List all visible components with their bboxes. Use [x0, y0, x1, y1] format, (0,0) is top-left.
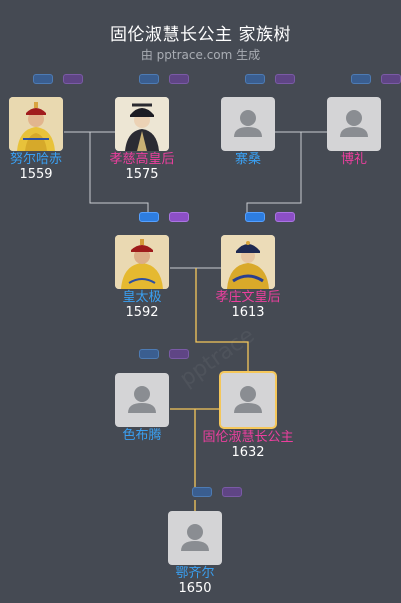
badge-male-link[interactable] — [139, 349, 159, 359]
placeholder-avatar-icon — [221, 97, 275, 151]
badge-male-link[interactable] — [245, 212, 265, 222]
person-birth-year: 1650 — [178, 581, 212, 596]
portrait-empress-robe-icon — [221, 235, 275, 289]
person-card-eqier[interactable]: 鄂齐尔 1650 — [140, 511, 250, 596]
person-name: 色布腾 — [122, 428, 162, 443]
badge-male-link[interactable] — [192, 487, 212, 497]
page-title: 固伦淑慧长公主 家族树 — [110, 25, 291, 45]
portrait-empress-icon — [115, 97, 169, 151]
connector-grandparents-left-to-hongtaiji — [89, 132, 149, 213]
connector-parents-to-princess — [195, 268, 249, 373]
person-name: 鄂齐尔 — [175, 566, 215, 581]
person-birth-year: 1559 — [19, 167, 53, 182]
person-name: 努尔哈赤 — [9, 152, 62, 167]
placeholder-avatar-icon — [168, 511, 222, 565]
badge-male-link[interactable] — [139, 212, 159, 222]
badge-female-link[interactable] — [63, 74, 83, 84]
badge-male-link[interactable] — [245, 74, 265, 84]
badge-male-link[interactable] — [139, 74, 159, 84]
person-name: 孝庄文皇后 — [215, 290, 281, 305]
person-card-princess-shuhui[interactable]: 固伦淑慧长公主 1632 — [193, 371, 303, 460]
person-card-boli[interactable]: 博礼 — [299, 97, 401, 167]
badge-female-link[interactable] — [169, 212, 189, 222]
badge-female-link[interactable] — [381, 74, 401, 84]
badge-female-link[interactable] — [275, 212, 295, 222]
person-name: 皇太极 — [122, 290, 162, 305]
portrait-emperor-icon — [115, 235, 169, 289]
person-card-empress-xiaozhuang[interactable]: 孝庄文皇后 1613 — [193, 235, 303, 320]
person-birth-year: 1632 — [231, 445, 265, 460]
person-name: 博礼 — [340, 152, 367, 167]
placeholder-avatar-icon — [327, 97, 381, 151]
badge-female-link[interactable] — [169, 349, 189, 359]
page-subtitle: 由 pptrace.com 生成 — [140, 48, 261, 62]
person-birth-year: 1592 — [125, 305, 159, 320]
person-name: 孝慈高皇后 — [109, 152, 175, 167]
person-birth-year: 1575 — [125, 167, 159, 182]
badge-female-link[interactable] — [275, 74, 295, 84]
person-name: 寨桑 — [234, 152, 261, 167]
portrait-emperor-icon — [9, 97, 63, 151]
person-card-hong-taiji[interactable]: 皇太极 1592 — [87, 235, 197, 320]
placeholder-avatar-icon — [115, 373, 169, 427]
person-card-nurhaci[interactable]: 努尔哈赤 1559 — [0, 97, 91, 182]
badge-female-link[interactable] — [169, 74, 189, 84]
badge-male-link[interactable] — [351, 74, 371, 84]
badge-male-link[interactable] — [33, 74, 53, 84]
person-card-zhaisang[interactable]: 寨桑 — [193, 97, 303, 167]
person-card-sebuteng[interactable]: 色布腾 — [87, 373, 197, 443]
placeholder-avatar-icon — [219, 371, 277, 429]
person-birth-year: 1613 — [231, 305, 265, 320]
person-card-empress-xiaoci[interactable]: 孝慈高皇后 1575 — [87, 97, 197, 182]
badge-female-link[interactable] — [222, 487, 242, 497]
person-name: 固伦淑慧长公主 — [202, 430, 294, 445]
connector-grandparents-right-to-xiaozhuang — [246, 132, 302, 213]
